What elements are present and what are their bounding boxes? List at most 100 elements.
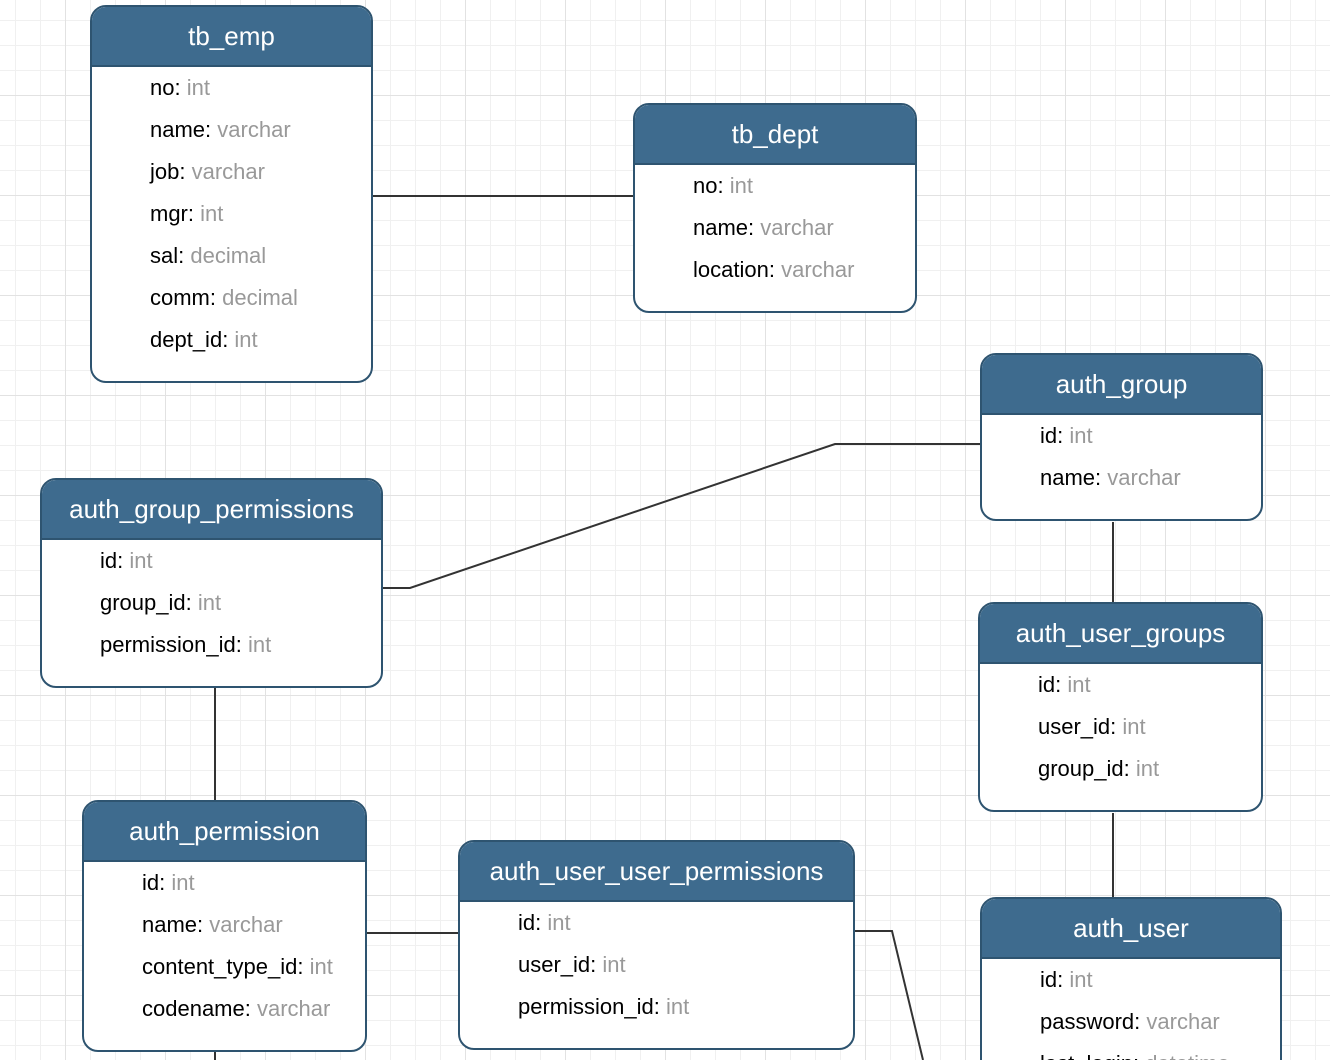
field-type: int xyxy=(729,173,753,198)
field-separator: : xyxy=(179,159,192,184)
field-separator: : xyxy=(1057,423,1070,448)
relationship-line-auth_group_permissions--auth_group[interactable] xyxy=(383,443,980,589)
field-type: int xyxy=(197,590,222,615)
field-separator: : xyxy=(174,75,187,100)
field-row-name: name: varchar xyxy=(693,207,905,249)
field-name: location xyxy=(693,257,769,282)
field-separator: : xyxy=(748,215,761,240)
field-name: no xyxy=(693,173,718,198)
field-type: int xyxy=(665,994,690,1019)
field-type: int xyxy=(1067,672,1091,697)
field-separator: : xyxy=(1057,967,1070,992)
table-title-auth_permission[interactable]: auth_permission xyxy=(84,802,365,862)
field-row-mgr: mgr: int xyxy=(150,193,361,235)
field-type: varchar xyxy=(1107,465,1181,490)
field-separator: : xyxy=(159,870,172,895)
field-row-no: no: int xyxy=(693,165,905,207)
table-title-auth_group_permissions[interactable]: auth_group_permissions xyxy=(42,480,381,540)
field-name: permission_id xyxy=(518,994,654,1019)
table-title-tb_emp[interactable]: tb_emp xyxy=(92,7,371,67)
field-type: int xyxy=(602,952,626,977)
field-row-name: name: varchar xyxy=(142,904,355,946)
table-title-auth_group[interactable]: auth_group xyxy=(982,355,1261,415)
field-separator: : xyxy=(1110,714,1123,739)
field-type: int xyxy=(247,632,272,657)
field-name: group_id xyxy=(1038,756,1124,781)
field-name: no xyxy=(150,75,175,100)
field-type: int xyxy=(234,327,258,352)
field-type: int xyxy=(1069,967,1093,992)
field-row-codename: codename: varchar xyxy=(142,988,355,1030)
field-name: group_id xyxy=(100,590,186,615)
field-separator: : xyxy=(717,173,730,198)
field-row-id: id: int xyxy=(1040,415,1251,457)
field-type: int xyxy=(200,201,224,226)
table-title-tb_dept[interactable]: tb_dept xyxy=(635,105,915,165)
field-name: sal xyxy=(150,243,179,268)
table-title-auth_user_groups[interactable]: auth_user_groups xyxy=(980,604,1261,664)
field-row-content_type_id: content_type_id: int xyxy=(142,946,355,988)
field-separator: : xyxy=(590,952,603,977)
table-title-auth_user[interactable]: auth_user xyxy=(982,899,1280,959)
field-row-name: name: varchar xyxy=(1040,457,1251,499)
field-separator: : xyxy=(1134,1009,1147,1034)
field-type: varchar xyxy=(760,215,834,240)
field-row-group_id: group_id: int xyxy=(100,582,371,624)
field-name: codename xyxy=(142,996,245,1021)
field-row-sal: sal: decimal xyxy=(150,235,361,277)
field-type: datetime xyxy=(1145,1051,1229,1060)
field-type: int xyxy=(309,954,333,979)
relationship-line-auth_user_user_permissions--auth_user[interactable] xyxy=(855,930,924,1060)
field-name: job xyxy=(150,159,180,184)
field-name: permission_id xyxy=(100,632,236,657)
field-type: varchar xyxy=(191,159,265,184)
field-row-location: location: varchar xyxy=(693,249,905,291)
field-separator: : xyxy=(1133,1051,1145,1060)
field-type: int xyxy=(129,548,153,573)
field-type: varchar xyxy=(217,117,291,142)
field-name: name xyxy=(1040,465,1096,490)
field-name: mgr xyxy=(150,201,188,226)
field-name: name xyxy=(150,117,206,142)
field-separator: : xyxy=(653,994,666,1019)
field-type: int xyxy=(1069,423,1093,448)
field-row-job: job: varchar xyxy=(150,151,361,193)
field-name: id xyxy=(1040,423,1058,448)
field-separator: : xyxy=(235,632,248,657)
field-type: varchar xyxy=(781,257,855,282)
table-title-auth_user_user_permissions[interactable]: auth_user_user_permissions xyxy=(460,842,853,902)
field-type: decimal xyxy=(190,243,267,268)
field-separator: : xyxy=(205,117,218,142)
field-name: name xyxy=(142,912,198,937)
field-row-dept_id: dept_id: int xyxy=(150,319,361,361)
field-name: id xyxy=(142,870,160,895)
field-name: comm xyxy=(150,285,210,310)
field-row-no: no: int xyxy=(150,67,361,109)
field-type: varchar xyxy=(256,996,331,1021)
field-row-password: password: varchar xyxy=(1040,1001,1270,1043)
field-row-id: id: int xyxy=(100,540,371,582)
field-row-id: id: int xyxy=(518,902,843,944)
field-row-user_id: user_id: int xyxy=(1038,706,1251,748)
field-type: varchar xyxy=(1146,1009,1220,1034)
field-name: content_type_id xyxy=(142,954,298,979)
field-separator: : xyxy=(1055,672,1068,697)
field-type: int xyxy=(171,870,195,895)
field-name: last_login xyxy=(1040,1051,1133,1060)
